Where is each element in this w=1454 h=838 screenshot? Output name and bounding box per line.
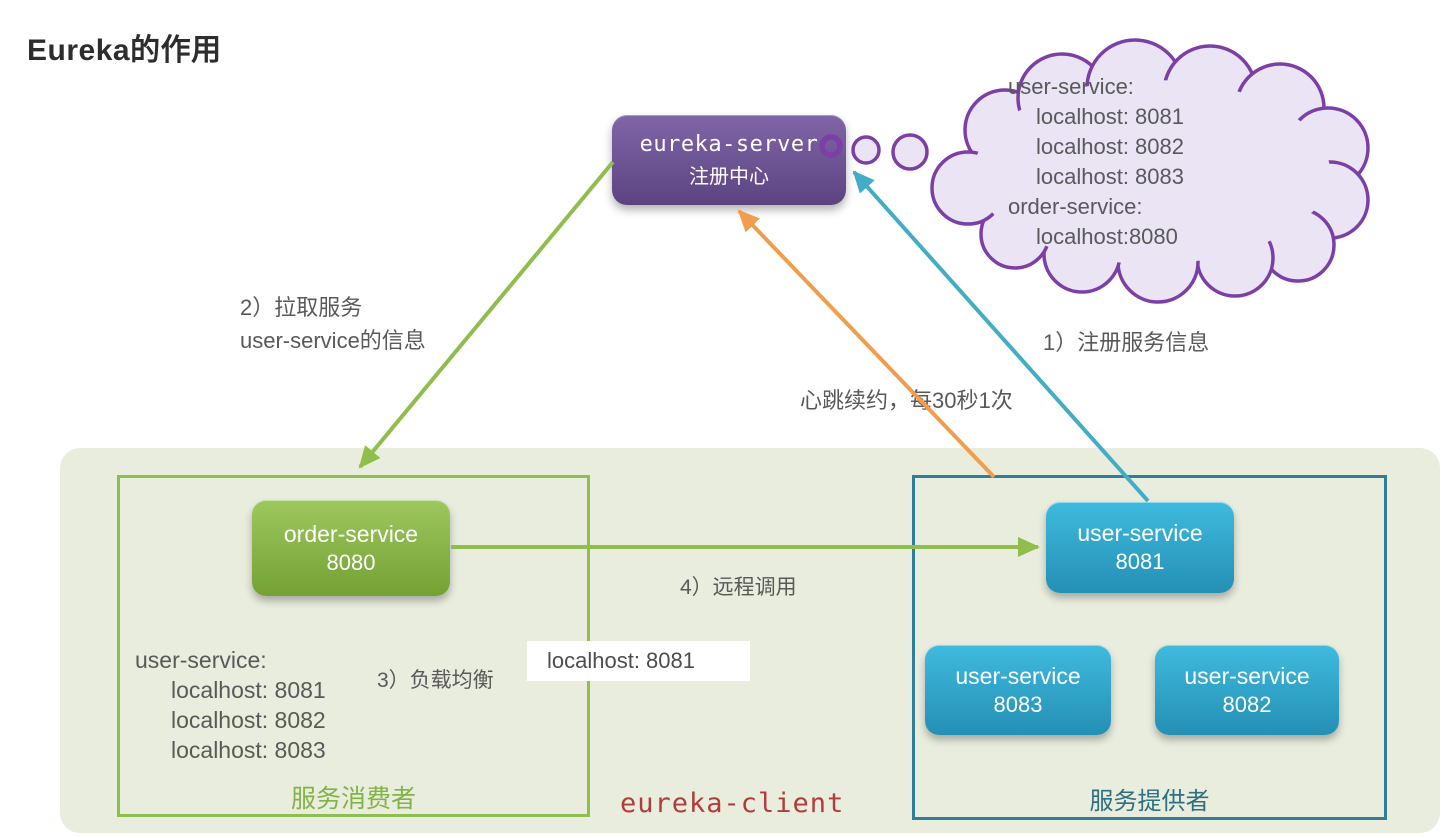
user-service-8081-node: user-service 8081 <box>1046 502 1234 593</box>
order-service-name: order-service <box>283 520 419 547</box>
heartbeat-label: 心跳续约，每30秒1次 <box>800 388 1013 413</box>
cloud-line: localhost: 8082 <box>1036 134 1184 159</box>
consumer-caption: 服务消费者 <box>290 785 416 813</box>
order-service-port: 8080 <box>326 549 376 575</box>
registry-cloud-list: user-service: localhost: 8081 localhost:… <box>1008 72 1184 252</box>
user-service-8082-node: user-service 8082 <box>1155 645 1339 735</box>
thought-bubble-small-icon <box>851 135 881 165</box>
user-service-name: user-service <box>1077 520 1203 546</box>
load-balance-label: 3）负载均衡 <box>377 669 494 692</box>
cloud-line: localhost: 8081 <box>1036 104 1184 129</box>
cache-line: localhost: 8083 <box>171 737 326 763</box>
user-service-port: 8082 <box>1222 691 1272 717</box>
pull-service-label-line2: user-service的信息 <box>240 328 426 353</box>
cache-line: localhost: 8081 <box>171 677 326 703</box>
order-service-8080-node: order-service 8080 <box>252 500 450 596</box>
cache-line: localhost: 8082 <box>171 707 326 733</box>
user-service-name: user-service <box>955 662 1081 689</box>
remote-call-label: 4）远程调用 <box>680 576 797 599</box>
eureka-server-node: eureka-server 注册中心 <box>612 115 846 205</box>
chosen-instance-text: localhost: 8081 <box>547 648 695 673</box>
thought-bubble-medium-icon <box>891 133 929 171</box>
user-service-port: 8081 <box>1115 549 1165 574</box>
cloud-line: localhost:8080 <box>1036 224 1178 249</box>
eureka-server-name: eureka-server <box>639 131 819 157</box>
user-service-8083-node: user-service 8083 <box>925 645 1111 735</box>
cloud-line: localhost: 8083 <box>1036 164 1184 189</box>
eureka-server-subtitle: 注册中心 <box>689 165 769 188</box>
cache-line: user-service: <box>135 647 267 673</box>
consumer-cache-list: user-service: localhost: 8081 localhost:… <box>135 645 326 765</box>
service-provider-box <box>912 475 1387 820</box>
page-title: Eureka的作用 <box>27 34 222 67</box>
pull-service-label: 2）拉取服务 user-service的信息 <box>240 291 426 357</box>
user-service-port: 8083 <box>993 691 1043 717</box>
user-service-name: user-service <box>1184 662 1310 689</box>
eureka-client-caption: eureka-client <box>620 788 845 819</box>
cloud-line: user-service: <box>1008 74 1134 99</box>
register-label: 1）注册服务信息 <box>1043 330 1210 355</box>
cloud-line: order-service: <box>1008 194 1143 219</box>
heartbeat-arrow <box>737 209 996 479</box>
chosen-instance-box: localhost: 8081 <box>527 641 750 681</box>
provider-caption: 服务提供者 <box>1089 788 1210 815</box>
pull-service-label-line1: 2）拉取服务 <box>240 295 363 320</box>
